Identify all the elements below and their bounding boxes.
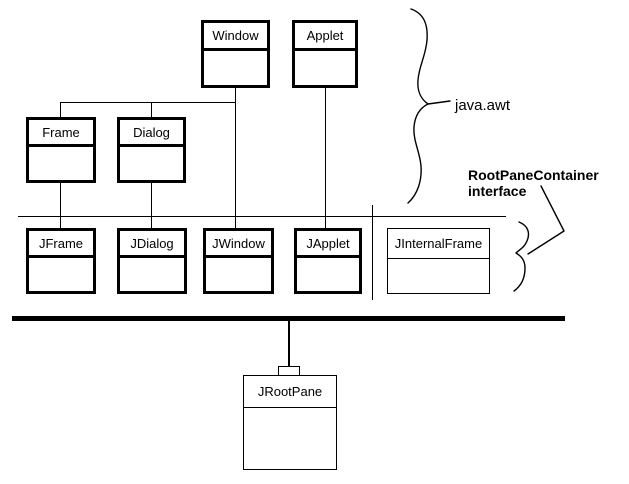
brace-java-awt (407, 8, 429, 204)
class-name-jframe: JFrame (29, 231, 93, 258)
connector-frame-drop (60, 102, 61, 118)
connector-rule-to-jdialog (151, 217, 152, 228)
annotation-java-awt: java.awt (455, 97, 511, 114)
class-name-jinternalframe: JInternalFrame (388, 229, 489, 259)
internalframe-separator-rule (372, 205, 373, 300)
class-body-jinternalframe (388, 258, 489, 293)
class-name-applet: Applet (295, 23, 355, 51)
class-body-jframe (29, 258, 93, 291)
class-box-applet[interactable]: Applet (292, 20, 358, 88)
connector-applet-to-rule (325, 88, 326, 217)
package-separator-rule (18, 216, 506, 217)
connector-branch-bar (60, 102, 236, 103)
class-box-jrootpane[interactable]: JRootPane (243, 375, 337, 470)
leader-rootpanecontainer (527, 185, 565, 255)
connector-frame-to-rule (60, 183, 61, 217)
class-box-frame[interactable]: Frame (26, 117, 96, 183)
class-name-jdialog: JDialog (120, 231, 184, 258)
class-box-window[interactable]: Window (201, 20, 270, 88)
class-name-window: Window (204, 23, 267, 51)
connector-rule-to-japplet (325, 217, 326, 228)
class-box-jframe[interactable]: JFrame (26, 228, 96, 294)
class-name-dialog: Dialog (120, 120, 183, 147)
annotation-interface: interface (468, 183, 527, 199)
leader-java-awt (427, 100, 451, 105)
class-name-jrootpane: JRootPane (244, 376, 336, 408)
class-box-japplet[interactable]: JApplet (294, 228, 362, 294)
class-body-applet (295, 51, 355, 85)
connector-rule-to-jrootpane (288, 321, 290, 367)
class-name-jwindow: JWindow (206, 231, 271, 258)
class-box-jwindow[interactable]: JWindow (203, 228, 274, 294)
class-body-jrootpane (244, 407, 336, 469)
class-body-dialog (120, 147, 183, 180)
class-body-frame (29, 147, 93, 180)
connector-rule-to-jwindow (235, 217, 236, 228)
class-box-jdialog[interactable]: JDialog (117, 228, 187, 294)
annotation-rootpanecontainer: RootPaneContainer (468, 167, 599, 183)
class-name-japplet: JApplet (297, 231, 359, 258)
brace-rootpanecontainer (513, 221, 530, 292)
class-box-dialog[interactable]: Dialog (117, 117, 186, 183)
class-body-japplet (297, 258, 359, 291)
class-body-jdialog (120, 258, 184, 291)
connector-dialog-drop (151, 102, 152, 118)
rootpane-aggregation-rule (12, 316, 565, 321)
connector-dialog-to-rule (151, 183, 152, 217)
connector-window-to-rule (235, 102, 236, 217)
class-body-window (204, 51, 267, 85)
connector-rule-to-jframe (60, 217, 61, 228)
class-name-frame: Frame (29, 120, 93, 147)
class-body-jwindow (206, 258, 271, 291)
connector-window-stem (235, 88, 236, 103)
class-box-jinternalframe[interactable]: JInternalFrame (387, 228, 490, 294)
